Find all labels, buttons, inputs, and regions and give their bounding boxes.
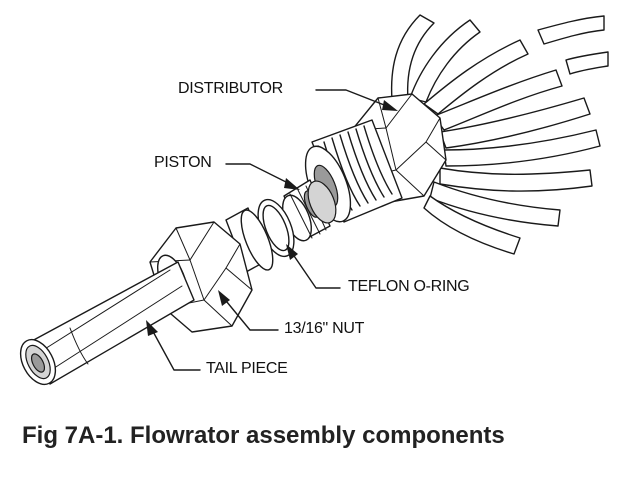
distributor-tubes xyxy=(392,15,608,254)
piston-label: PISTON xyxy=(154,154,212,171)
distributor-tube xyxy=(430,182,560,226)
distributor-label: DISTRIBUTOR xyxy=(178,80,283,97)
teflon-o-ring-leader xyxy=(286,244,340,288)
distributor-tube xyxy=(410,20,480,102)
nut-leader xyxy=(218,290,278,330)
distributor-tube xyxy=(424,196,520,254)
tail-piece-label: TAIL PIECE xyxy=(206,360,288,377)
distributor-tube xyxy=(440,168,592,191)
distributor-leader xyxy=(316,90,398,111)
figure-caption: Fig 7A-1. Flowrator assembly components xyxy=(22,422,505,449)
distributor-tube xyxy=(566,52,608,74)
distributor-tube xyxy=(424,40,528,114)
distributor-threads xyxy=(318,126,392,212)
distributor-tube xyxy=(434,70,562,130)
distributor-body xyxy=(296,94,446,228)
distributor-tube xyxy=(392,15,434,100)
tail-piece-leader xyxy=(146,320,200,370)
tail-piece xyxy=(13,262,194,390)
distributor-tube xyxy=(444,130,600,166)
teflon-o-ring-label: TEFLON O-RING xyxy=(348,278,470,295)
nut-label: 13/16" NUT xyxy=(284,320,365,337)
leader-lines xyxy=(146,90,398,370)
distributor-tube xyxy=(538,16,604,44)
distributor-tube xyxy=(440,98,590,148)
piston xyxy=(277,177,341,245)
piston-leader xyxy=(226,164,300,190)
